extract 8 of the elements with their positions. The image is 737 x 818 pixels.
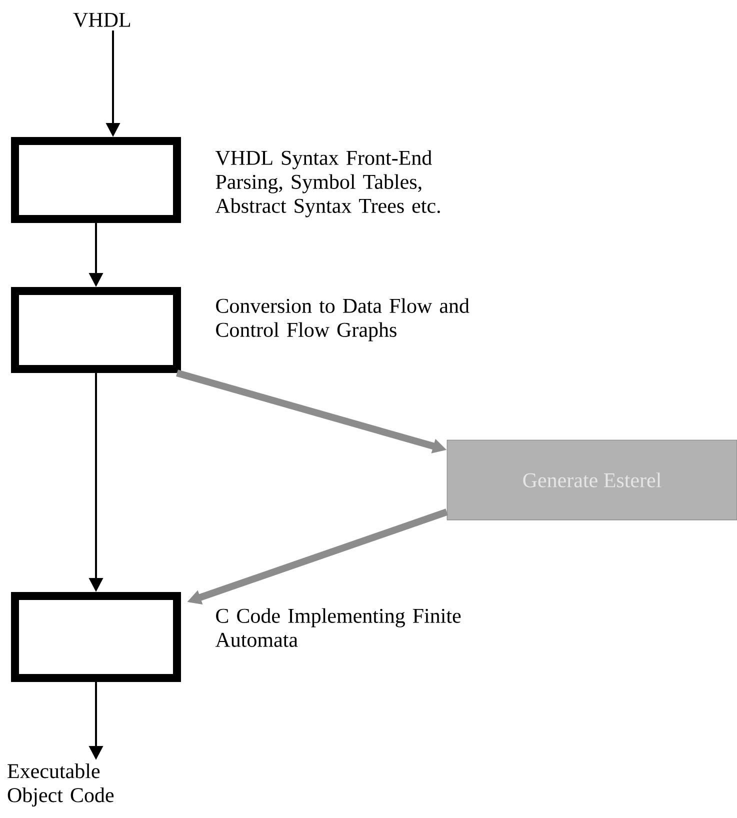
process-box <box>11 287 181 373</box>
step-description: VHDL Syntax Front-End Parsing, Symbol Tables, Abstract Syntax Trees etc. <box>215 150 440 218</box>
step-description: C Code Implementing Finite Automata <box>215 608 461 647</box>
step-description: Conversion to Data Flow and Control Flow Graphs <box>216 298 470 342</box>
process-box <box>11 137 181 223</box>
terminal-label: VHDL <box>73 12 130 28</box>
process-box <box>11 592 181 682</box>
terminal-label: Executable Object Code <box>8 763 114 807</box>
